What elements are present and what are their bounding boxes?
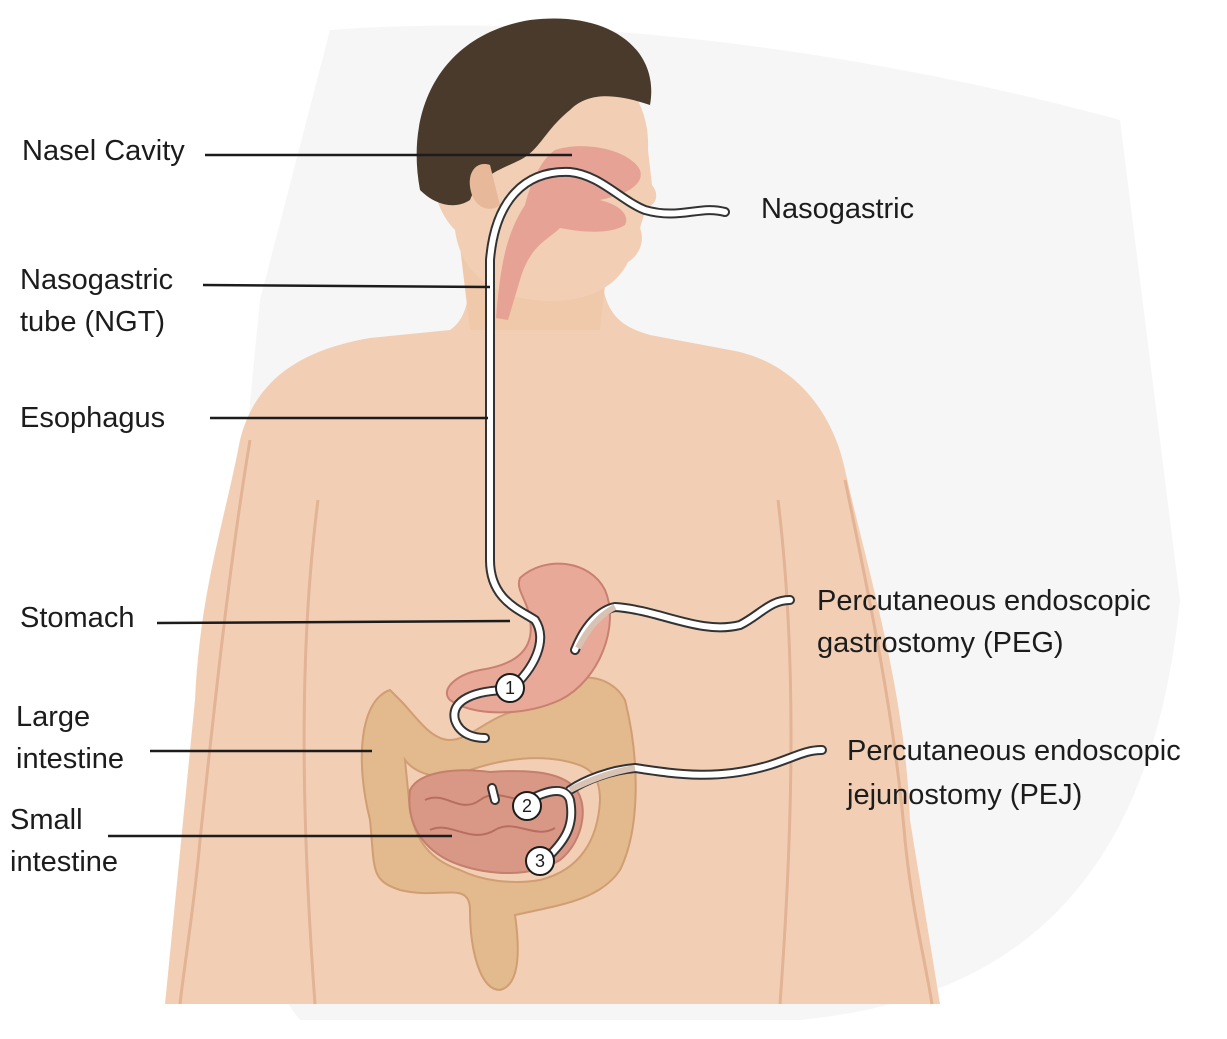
- label-ngt-line2: tube (NGT): [20, 302, 165, 342]
- svg-text:3: 3: [535, 851, 545, 871]
- marker-1: 1: [496, 674, 524, 702]
- label-nasogastric-route: Nasogastric: [761, 189, 914, 229]
- label-pej-line1: Percutaneous endoscopic: [847, 731, 1181, 771]
- label-small-intestine-line1: Small: [10, 800, 83, 840]
- marker-3: 3: [526, 847, 554, 875]
- label-stomach: Stomach: [20, 598, 134, 638]
- label-large-intestine-line1: Large: [16, 697, 90, 737]
- label-esophagus: Esophagus: [20, 398, 165, 438]
- label-ngt-line1: Nasogastric: [20, 260, 173, 300]
- label-peg-line2: gastrostomy (PEG): [817, 623, 1064, 663]
- label-peg-line1: Percutaneous endoscopic: [817, 581, 1151, 621]
- label-small-intestine-line2: intestine: [10, 842, 118, 882]
- svg-text:1: 1: [505, 678, 515, 698]
- label-large-intestine-line2: intestine: [16, 739, 124, 779]
- svg-text:2: 2: [522, 796, 532, 816]
- marker-2: 2: [513, 792, 541, 820]
- label-nasal-cavity: Nasel Cavity: [22, 131, 185, 171]
- label-pej-line2: jejunostomy (PEJ): [847, 775, 1082, 815]
